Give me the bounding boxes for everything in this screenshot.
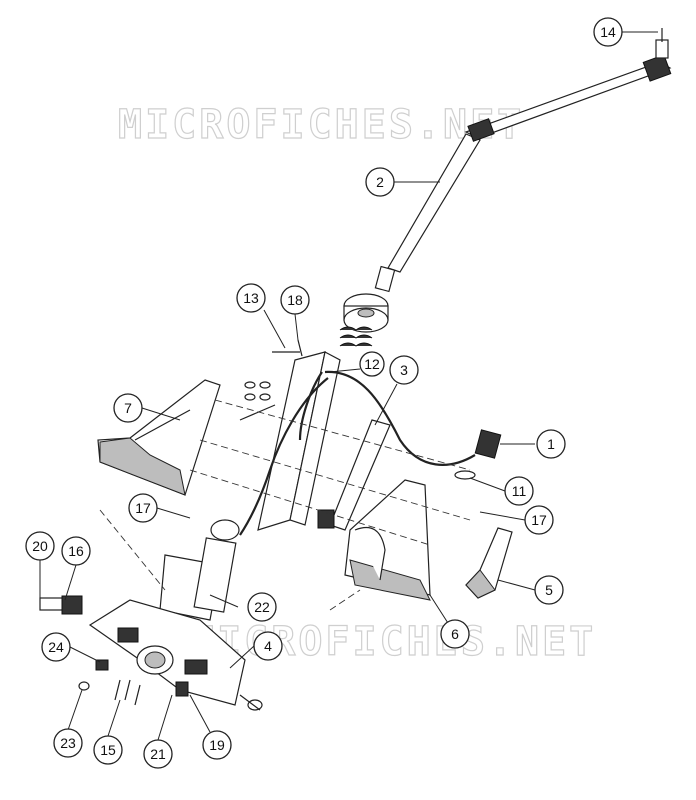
callout-11: 11 [504,476,534,506]
fastener-cluster [239,381,276,421]
callout-16: 16 [61,536,91,566]
callout-18: 18 [280,285,310,315]
callout-24: 24 [41,632,71,662]
callout-19: 19 [202,730,232,760]
callout-6: 6 [440,619,470,649]
callout-label-21: 21 [150,746,166,762]
wiring-harness [239,370,502,536]
callout-1: 1 [536,429,566,459]
callout-label-1: 1 [547,436,555,452]
switch-16 [39,595,83,615]
callout-label-14: 14 [600,24,616,40]
watermark-bottom: MICROFICHES.NET [190,619,596,665]
callout-label-4: 4 [264,638,272,654]
right-console-panel [344,479,431,601]
callout-label-6: 6 [451,626,459,642]
callout-label-19: 19 [209,737,225,753]
callout-17-left: 17 [128,493,158,523]
switch-panel [88,599,246,706]
callout-5: 5 [534,575,564,605]
bolt-13-18 [272,339,303,357]
callout-label-23: 23 [60,735,76,751]
callout-label-13: 13 [243,290,259,306]
callout-label-18: 18 [287,292,303,308]
callout-15: 15 [93,735,123,765]
callout-label-20: 20 [32,538,48,554]
watermark-top: MICROFICHES.NET [118,102,524,148]
steering-shaft [374,28,672,293]
lower-column [159,519,240,621]
left-console-panel [97,379,221,496]
callout-20: 20 [25,531,55,561]
bulb-socket [239,694,263,711]
callout-12: 12 [359,351,385,377]
shift-knob [465,527,513,599]
callout-label-11: 11 [512,483,527,499]
screws [114,679,141,706]
callout-label-15: 15 [100,742,116,758]
callout-7: 7 [113,393,143,423]
alignment-lines [99,399,471,611]
leader-lines [39,31,658,741]
callout-label-12: 12 [364,356,380,372]
callout-21: 21 [143,739,173,769]
bearing-assembly [339,293,389,347]
callout-label-24: 24 [48,639,64,655]
callout-label-3: 3 [400,362,408,378]
callout-label-17-right: 17 [531,512,547,528]
callout-23: 23 [53,728,83,758]
callout-22: 22 [247,592,277,622]
callout-label-7: 7 [124,400,132,416]
callout-label-17-left: 17 [135,500,151,516]
mounting-bracket [317,419,391,531]
fastener-23 [78,681,90,691]
callout-2: 2 [365,167,395,197]
callout-label-2: 2 [376,174,384,190]
fastener-24 [95,659,109,671]
callout-label-22: 22 [254,599,270,615]
callout-4: 4 [253,631,283,661]
callout-label-5: 5 [545,582,553,598]
callout-label-16: 16 [68,543,84,559]
callout-3: 3 [389,355,419,385]
callout-13: 13 [236,283,266,313]
callout-14: 14 [593,17,623,47]
callout-17-right: 17 [524,505,554,535]
